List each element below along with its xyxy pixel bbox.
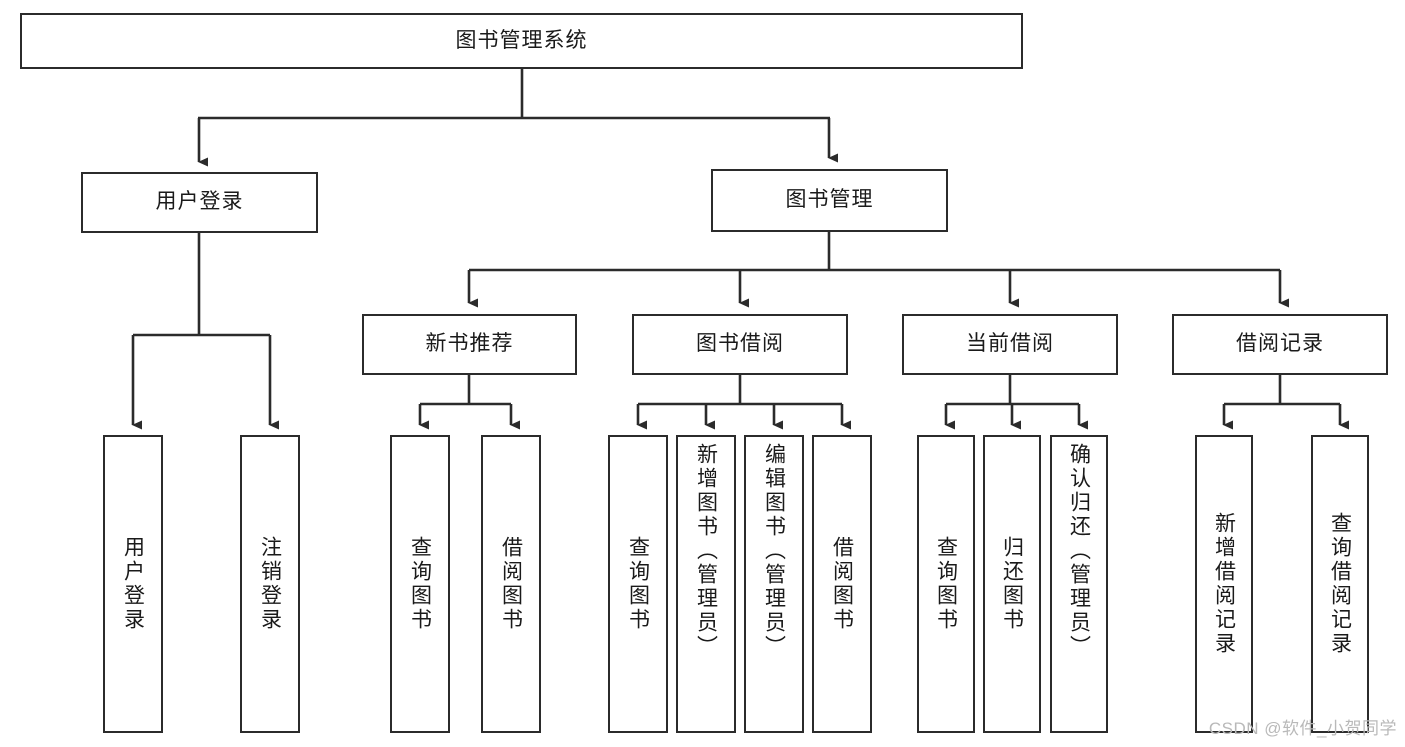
node-root-label: 图书管理系统 (455, 28, 588, 52)
leaf-book-borrow-edit-label: 编辑图书（管理员） (762, 443, 786, 659)
leaf-borrow-record-add[interactable]: 新增借阅记录 (1195, 435, 1253, 733)
node-new-book-recommend-label: 新书推荐 (425, 332, 514, 356)
leaf-book-borrow-borrow[interactable]: 借阅图书 (812, 435, 872, 733)
leaf-borrow-record-add-label: 新增借阅记录 (1212, 512, 1236, 656)
watermark-text: CSDN @软件_小贺同学 (1208, 719, 1397, 738)
node-borrow-record-label: 借阅记录 (1236, 332, 1324, 356)
leaf-book-borrow-query-label: 查询图书 (626, 536, 650, 632)
node-book-borrow[interactable]: 图书借阅 (632, 314, 848, 375)
node-new-book-recommend[interactable]: 新书推荐 (362, 314, 577, 375)
leaf-book-borrow-edit[interactable]: 编辑图书（管理员） (744, 435, 804, 733)
node-user-login[interactable]: 用户登录 (81, 172, 318, 233)
leaf-book-borrow-query[interactable]: 查询图书 (608, 435, 668, 733)
leaf-new-book-query-label: 查询图书 (408, 536, 432, 632)
node-book-manage[interactable]: 图书管理 (711, 169, 948, 232)
node-user-login-label: 用户登录 (155, 190, 244, 214)
leaf-book-borrow-borrow-label: 借阅图书 (830, 536, 854, 632)
node-current-borrow-label: 当前借阅 (966, 332, 1054, 356)
leaf-current-borrow-return-label: 归还图书 (1000, 536, 1024, 632)
node-borrow-record[interactable]: 借阅记录 (1172, 314, 1388, 375)
leaf-borrow-record-query[interactable]: 查询借阅记录 (1311, 435, 1369, 733)
leaf-user-login-signin-label: 用户登录 (121, 536, 145, 632)
leaf-new-book-query[interactable]: 查询图书 (390, 435, 450, 733)
node-current-borrow[interactable]: 当前借阅 (902, 314, 1118, 375)
leaf-borrow-record-query-label: 查询借阅记录 (1328, 512, 1352, 656)
node-book-borrow-label: 图书借阅 (696, 332, 784, 356)
leaf-current-borrow-return[interactable]: 归还图书 (983, 435, 1041, 733)
leaf-current-borrow-query[interactable]: 查询图书 (917, 435, 975, 733)
leaf-current-borrow-confirm[interactable]: 确认归还（管理员） (1050, 435, 1108, 733)
leaf-new-book-borrow[interactable]: 借阅图书 (481, 435, 541, 733)
leaf-new-book-borrow-label: 借阅图书 (499, 536, 523, 632)
leaf-book-borrow-add-label: 新增图书（管理员） (694, 443, 718, 659)
node-root[interactable]: 图书管理系统 (20, 13, 1023, 69)
leaf-user-login-signout-label: 注销登录 (258, 536, 282, 632)
leaf-current-borrow-query-label: 查询图书 (934, 536, 958, 632)
leaf-user-login-signout[interactable]: 注销登录 (240, 435, 300, 733)
node-book-manage-label: 图书管理 (785, 188, 874, 212)
leaf-user-login-signin[interactable]: 用户登录 (103, 435, 163, 733)
leaf-book-borrow-add[interactable]: 新增图书（管理员） (676, 435, 736, 733)
leaf-current-borrow-confirm-label: 确认归还（管理员） (1067, 443, 1091, 659)
